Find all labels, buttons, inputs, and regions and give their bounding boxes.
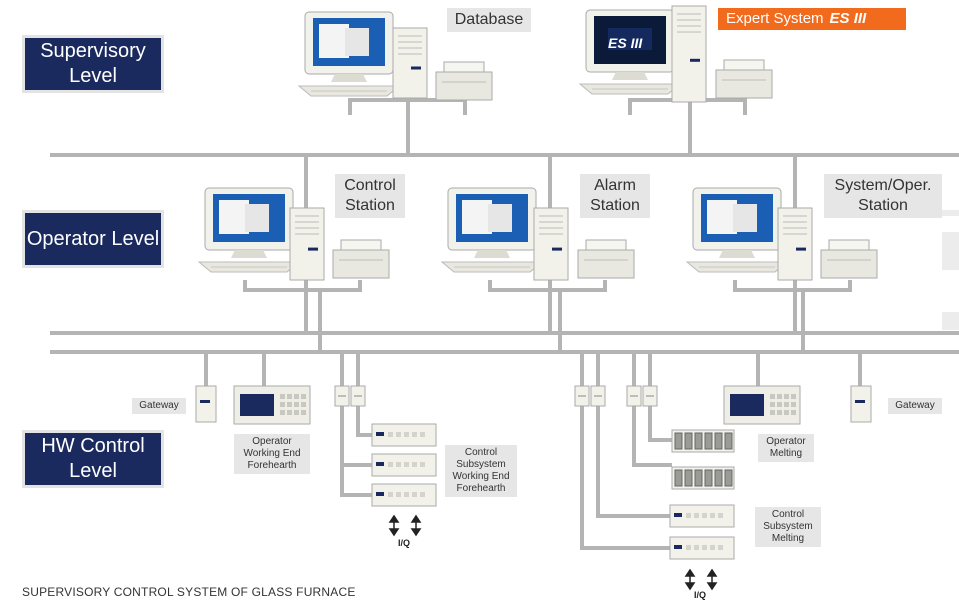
control-sub-we-line1: Control xyxy=(464,447,498,458)
gateway-right-device xyxy=(850,385,872,423)
control-subsystem-melting-label: Control Subsystem Melting xyxy=(755,507,821,547)
database-station-tower xyxy=(392,27,428,99)
as-periph xyxy=(488,280,607,292)
hw-control-level-box: HW Control Level xyxy=(22,430,164,488)
control-station-line2: Station xyxy=(345,197,395,214)
operator-we-line3: Forehearth xyxy=(247,460,297,471)
cs-we-trunk-a xyxy=(340,406,372,497)
io-label-left: I/Q xyxy=(398,538,411,548)
expert-system-banner: Expert System ES III xyxy=(718,8,906,30)
gateway-right-label: Gateway xyxy=(888,398,942,414)
m-trunk-b xyxy=(596,406,670,518)
io-label-right: I/Q xyxy=(694,590,707,600)
alarm-station-line1: Alarm xyxy=(594,177,636,194)
database-station-monitor xyxy=(297,11,401,97)
diagram-caption: SUPERVISORY CONTROL SYSTEM OF GLASS FURN… xyxy=(22,585,356,599)
expert-system-logo-text: ES III xyxy=(829,10,867,27)
control-sub-we-line3: Working End xyxy=(452,471,510,482)
control-station-label: Control Station xyxy=(335,174,405,218)
operator-melting-terminals-1 xyxy=(671,429,735,453)
control-subsystem-melting-rack-2 xyxy=(669,536,735,560)
system-oper-station-line2: Station xyxy=(858,197,908,214)
control-sub-m-line3: Melting xyxy=(771,533,805,544)
gateway-right-text: Gateway xyxy=(895,400,935,411)
operator-melting-terminals-2 xyxy=(671,466,735,490)
supervisory-level-box: Supervisory Level xyxy=(22,35,164,93)
operator-melting-line1: Operator xyxy=(766,436,806,447)
system-oper-station-label: System/Oper. Station xyxy=(824,174,942,218)
operator-working-end-panel xyxy=(233,385,311,425)
m-trunk-a xyxy=(580,406,670,550)
operator-level-box: Operator Level xyxy=(22,210,164,268)
control-subsystem-we-rack-1 xyxy=(371,423,437,447)
operator-level-label: Operator Level xyxy=(26,227,160,250)
io-arrows xyxy=(388,514,718,591)
io-arrow-left-2 xyxy=(410,514,422,537)
alarm-station-printer xyxy=(577,239,635,279)
cs-we-trunk-b xyxy=(356,406,372,437)
operator-melting-label: Operator Melting xyxy=(758,434,814,462)
control-subsystem-melting-rack-1 xyxy=(669,504,735,528)
operator-melting-line2: Melting xyxy=(769,448,803,459)
gateway-left-label: Gateway xyxy=(132,398,186,414)
database-label: Database xyxy=(447,8,531,32)
operator-we-line2: Working End xyxy=(243,448,301,459)
alarm-station-label: Alarm Station xyxy=(580,174,650,218)
alarm-station-monitor xyxy=(440,187,544,273)
control-subsystem-we-rack-2 xyxy=(371,453,437,477)
coupler-melting-b xyxy=(626,385,658,407)
control-station-printer xyxy=(332,239,390,279)
control-sub-we-line4: Forehearth xyxy=(456,483,506,494)
alarm-station-line2: Station xyxy=(590,197,640,214)
om-trunk-b xyxy=(648,406,672,442)
system-oper-station-line1: System/Oper. xyxy=(834,177,932,194)
database-station-printer xyxy=(435,61,493,101)
expert-monitor-logo: ES III xyxy=(608,35,643,51)
gateway-left-text: Gateway xyxy=(139,400,179,411)
coupler-melting-a xyxy=(574,385,606,407)
supervisory-level-label: Supervisory Level xyxy=(40,40,146,87)
devices-layer: ES III xyxy=(195,5,878,560)
control-station-line1: Control xyxy=(344,177,396,194)
operator-we-line1: Operator xyxy=(252,436,292,447)
gateway-left-device xyxy=(195,385,217,423)
operator-working-end-label: Operator Working End Forehearth xyxy=(234,434,310,474)
expert-system-text: Expert System xyxy=(726,10,824,27)
expert-system-station-monitor xyxy=(578,9,682,95)
io-arrow-right-2 xyxy=(706,568,718,591)
right-edge-decoration xyxy=(942,210,959,330)
ss-periph xyxy=(733,280,852,292)
om-trunk-a xyxy=(632,406,672,467)
coupler-working-end xyxy=(334,385,366,407)
control-subsystem-we-rack-3 xyxy=(371,483,437,507)
control-sub-m-line1: Control xyxy=(771,509,805,520)
cs-periph xyxy=(243,280,362,292)
db-link-a xyxy=(348,98,467,115)
hw-control-level-label: HW Control Level xyxy=(41,435,145,482)
io-arrow-right-1 xyxy=(684,568,696,591)
control-station-monitor xyxy=(197,187,301,273)
io-arrow-left-1 xyxy=(388,514,400,537)
control-sub-we-line2: Subsystem xyxy=(456,459,506,470)
control-sub-m-line2: Subsystem xyxy=(763,521,813,532)
system-oper-station-tower xyxy=(777,207,813,281)
operator-melting-panel xyxy=(723,385,801,425)
alarm-station-tower xyxy=(533,207,569,281)
system-oper-station-monitor xyxy=(685,187,789,273)
control-subsystem-working-end-label: Control Subsystem Working End Forehearth xyxy=(445,445,517,497)
control-station-tower xyxy=(289,207,325,281)
database-text: Database xyxy=(454,11,524,28)
expert-system-station-printer xyxy=(715,59,773,99)
expert-system-station-tower xyxy=(671,5,707,103)
network-buses xyxy=(50,98,959,550)
system-oper-station-printer xyxy=(820,239,878,279)
